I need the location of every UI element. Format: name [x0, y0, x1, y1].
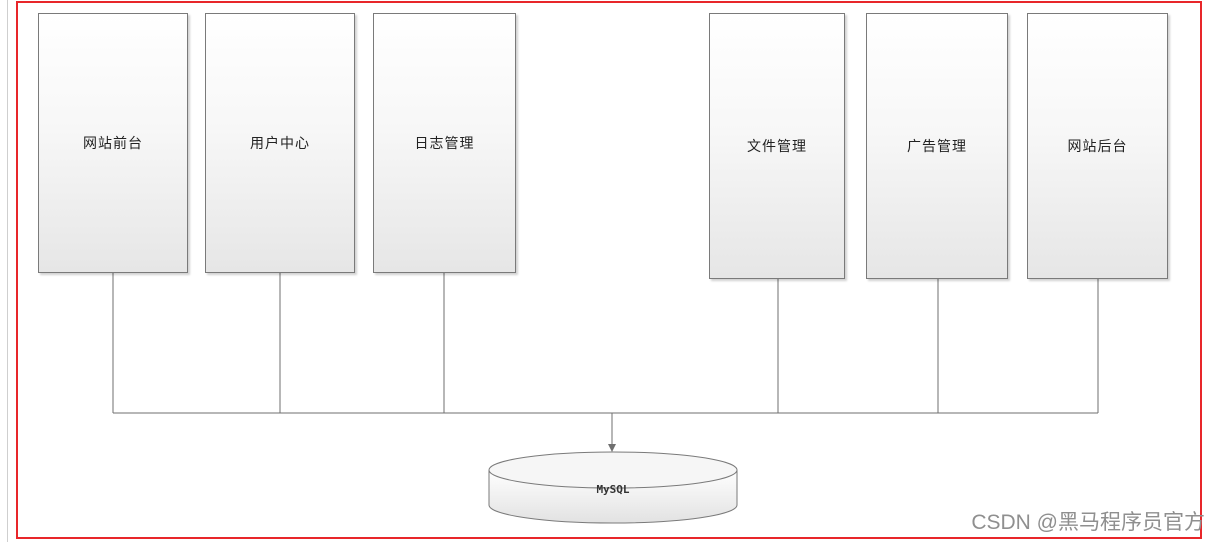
module-box: 网站前台: [38, 13, 188, 273]
module-box: 日志管理: [373, 13, 516, 273]
module-label: 广告管理: [907, 139, 967, 155]
module-label: 日志管理: [414, 136, 475, 152]
database-label: MySQL: [596, 483, 629, 496]
watermark: CSDN @黑马程序员官方: [971, 511, 1205, 534]
selection-frame: [16, 1, 1202, 539]
module-label: 网站前台: [83, 136, 143, 152]
module-box: 文件管理: [709, 13, 845, 279]
module-label: 用户中心: [250, 136, 310, 152]
arrow-head-icon: [608, 444, 616, 452]
module-box: 网站后台: [1027, 13, 1168, 279]
module-box: 广告管理: [866, 13, 1008, 279]
database-cylinder: MySQL: [488, 451, 738, 524]
module-label: 网站后台: [1067, 139, 1128, 155]
module-box: 用户中心: [205, 13, 355, 273]
module-label: 文件管理: [747, 139, 807, 155]
page-left-edge: [7, 0, 8, 542]
